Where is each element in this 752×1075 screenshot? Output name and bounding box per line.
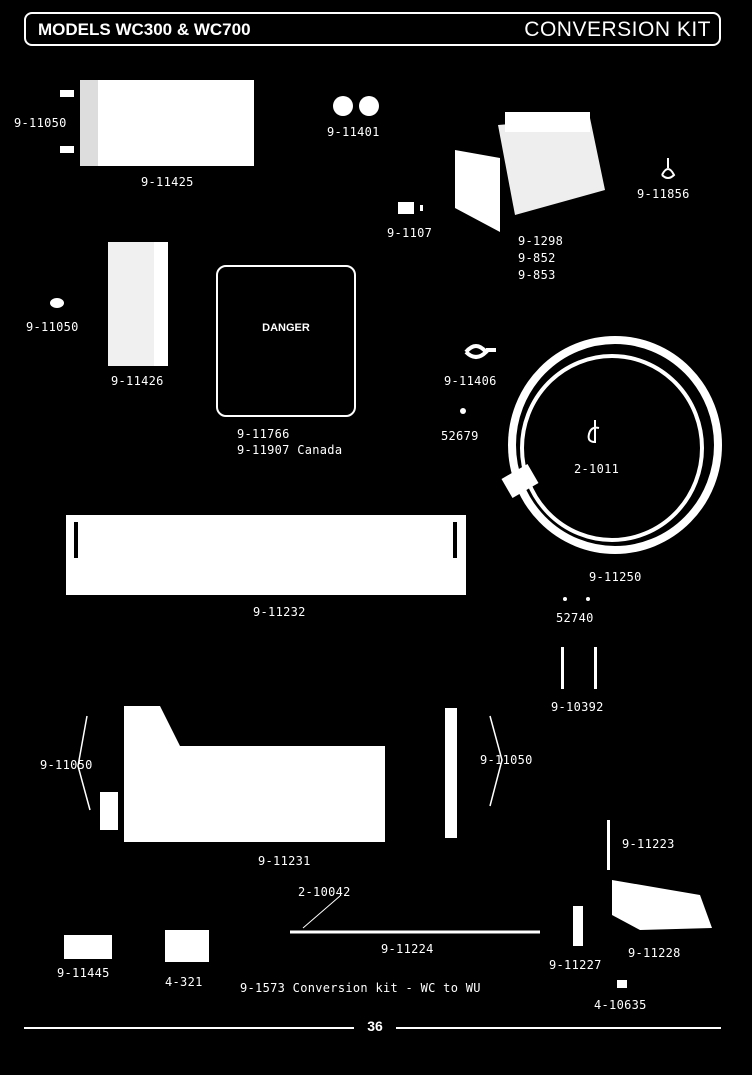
part-11227 — [573, 906, 583, 946]
part-52740-a — [563, 597, 567, 601]
part-label: 9-11231 — [258, 854, 311, 868]
part-label: 9-1298 — [518, 234, 564, 248]
plug-icon-2 — [359, 96, 379, 116]
part-label: 9-11406 — [444, 374, 497, 388]
part-11425-flange — [80, 80, 98, 166]
plug-icon-1 — [333, 96, 353, 116]
part-label: 52740 — [556, 611, 594, 625]
part-label: 9-11426 — [111, 374, 164, 388]
part-label: 52679 — [441, 429, 479, 443]
part-11445 — [64, 935, 112, 959]
part-11232 — [66, 515, 466, 595]
part-11228 — [612, 880, 712, 930]
footer-rule-right — [396, 1027, 721, 1029]
part-label: 4-321 — [165, 975, 203, 989]
hose-end — [501, 463, 539, 499]
models-title: MODELS WC300 & WC700 — [38, 20, 251, 39]
part-label: 9-11766 — [237, 427, 290, 441]
part-1011-clip — [587, 420, 600, 444]
part-label: 9-853 — [518, 268, 556, 282]
part-label: 4-10635 — [594, 998, 647, 1012]
part-label: 9-11223 — [622, 837, 675, 851]
screw-icon-a2 — [60, 146, 74, 153]
part-label: 9-11401 — [327, 125, 380, 139]
page-number: 36 — [367, 1018, 383, 1034]
hose-coil-inner — [520, 354, 704, 542]
part-label: 9-11050 — [480, 753, 533, 767]
part-label: 9-11425 — [141, 175, 194, 189]
part-11231-right — [445, 708, 457, 838]
part-10635 — [617, 980, 627, 988]
part-1107-pin — [420, 205, 423, 211]
part-label: 2-10042 — [298, 885, 351, 899]
part-52679 — [460, 408, 466, 414]
part-label: 9-1107 — [387, 226, 433, 240]
part-label: 9-11907 Canada — [237, 443, 343, 457]
kit-note: 9-1573 Conversion kit - WC to WU — [240, 981, 481, 995]
part-label: 9-11445 — [57, 966, 110, 980]
screw-icon-b — [50, 298, 64, 308]
part-321 — [165, 930, 209, 962]
part-label: 9-11250 — [589, 570, 642, 584]
clamp-icon — [464, 344, 496, 359]
part-52740-b — [586, 597, 590, 601]
part-label: 9-11856 — [637, 187, 690, 201]
footer-rule-left — [24, 1027, 354, 1029]
part-11231 — [124, 706, 385, 842]
clip-icon — [661, 168, 676, 179]
part-label: 9-11050 — [40, 758, 93, 772]
section-title: CONVERSION KIT — [524, 18, 711, 41]
part-label: 9-11224 — [381, 942, 434, 956]
part-label: 2-1011 — [574, 462, 620, 476]
part-label: 9-10392 — [551, 700, 604, 714]
danger-word: DANGER — [262, 322, 310, 334]
part-1298-bracket — [455, 150, 500, 232]
part-label: 9-11050 — [26, 320, 79, 334]
part-label: 9-11227 — [549, 958, 602, 972]
part-1298-top — [505, 112, 590, 132]
part-1298-body — [498, 118, 605, 215]
screw-icon-a1 — [60, 90, 74, 97]
part-label: 9-11232 — [253, 605, 306, 619]
hose-coil-outer — [508, 336, 722, 554]
part-11425-panel — [80, 80, 254, 166]
header-bar: MODELS WC300 & WC700 CONVERSION KIT — [24, 12, 721, 46]
part-label: 9-852 — [518, 251, 556, 265]
rod-2 — [594, 647, 597, 689]
rod-1 — [561, 647, 564, 689]
part-11223 — [607, 820, 610, 870]
part-label: 9-11050 — [14, 116, 67, 130]
part-label: 9-11228 — [628, 946, 681, 960]
danger-label-card: DANGER — [216, 265, 356, 417]
part-1107 — [398, 202, 414, 214]
